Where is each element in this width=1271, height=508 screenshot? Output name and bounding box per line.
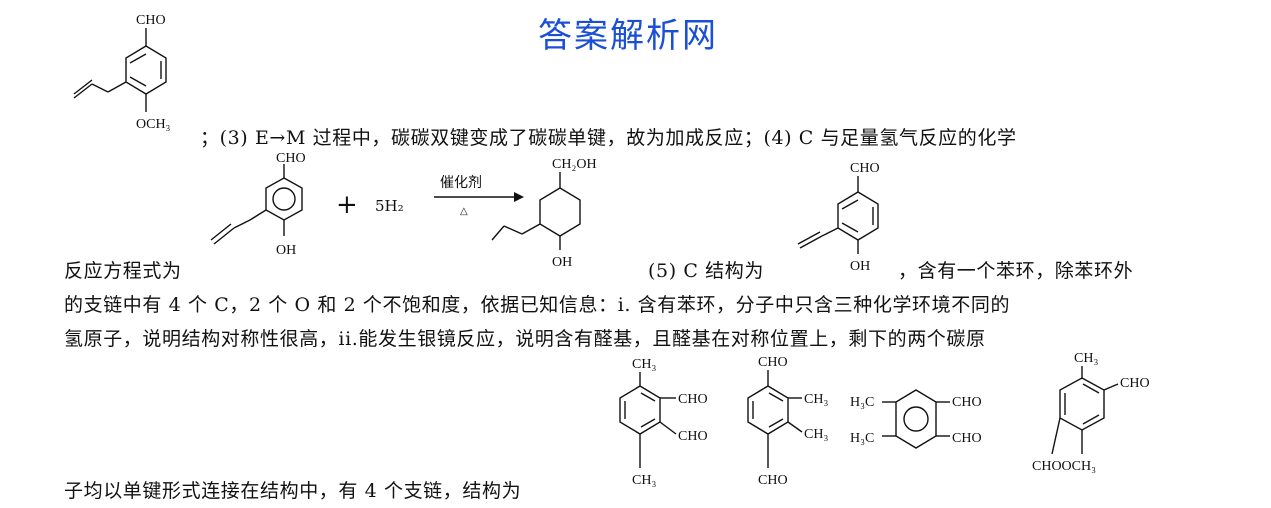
oh-label: OH [552, 255, 572, 270]
isomer-structure-1: CH₃ CHO CHO CH₃ [619, 357, 708, 488]
hydrogen-label: 5H₂ [375, 197, 404, 215]
isomer-structure-2: CHO CH₃ CH₃ CHO [747, 355, 828, 488]
text-line-2c: ，含有一个苯环，除苯环外 [898, 260, 1134, 282]
reaction-arrow: 催化剂 △ [434, 175, 524, 217]
text-line-1: ；(3) E→M 过程中，碳碳双键变成了碳碳单键，故为加成反应；(4) C 与足… [200, 127, 1017, 149]
ch3-label: CH₃ [632, 357, 656, 372]
cho-label: CHO [850, 161, 880, 176]
cho-label: CHO [952, 395, 982, 410]
cho-label: CHO [758, 473, 788, 488]
text-line-2b: (5) C 结构为 [648, 260, 764, 282]
isomer-structure-4: CH₃ CHO CHOOCH₃ [1032, 351, 1150, 474]
cho-label: CHO [136, 13, 166, 28]
ch3-label: CH₃ [804, 427, 828, 442]
cho-label: CHO [952, 431, 982, 446]
text-line-5: 子均以单键形式连接在结构中，有 4 个支链，结构为 [64, 480, 522, 502]
plus-sign: + [336, 190, 358, 220]
structure-aldehyde-methoxy: CHO OCH₃ [73, 13, 171, 132]
cho-label: CHO [276, 151, 306, 166]
cho-label: CHO [678, 392, 708, 407]
heat-label: △ [460, 206, 468, 217]
catalyst-label: 催化剂 [440, 175, 482, 191]
cho-label: CHO [1120, 376, 1150, 391]
ch3-label: CH₃ [632, 473, 656, 488]
cho-label: CHO [758, 355, 788, 370]
structure-product: CH₂OH OH [491, 157, 597, 270]
text-line-3: 的支链中有 4 个 C，2 个 O 和 2 个不饱和度，依据已知信息：i. 含有… [64, 294, 1011, 316]
isomer-structure-3: H₃C H₃C CHO CHO [850, 389, 982, 449]
ch3-label: CH₃ [804, 392, 828, 407]
h3c-label: H₃C [850, 395, 874, 410]
cho-label: CHO [678, 429, 708, 444]
structure-c: CHO OH [797, 161, 880, 274]
watermark: 答案解析网 [538, 16, 718, 56]
ch2oh-label: CH₂OH [552, 157, 597, 172]
och3-label: OCH₃ [136, 117, 171, 132]
oh-label: OH [850, 259, 870, 274]
cho-och3-label: CHOOCH₃ [1032, 459, 1096, 474]
oh-label: OH [276, 243, 296, 258]
structure-reactant: CHO OH [210, 151, 306, 258]
text-line-2a: 反应方程式为 [64, 260, 182, 282]
ch3-label: CH₃ [1074, 351, 1098, 366]
text-line-4: 氢原子，说明结构对称性很高，ii.能发生银镜反应，说明含有醛基，且醛基在对称位置… [64, 328, 986, 350]
h3c-label: H₃C [850, 431, 874, 446]
